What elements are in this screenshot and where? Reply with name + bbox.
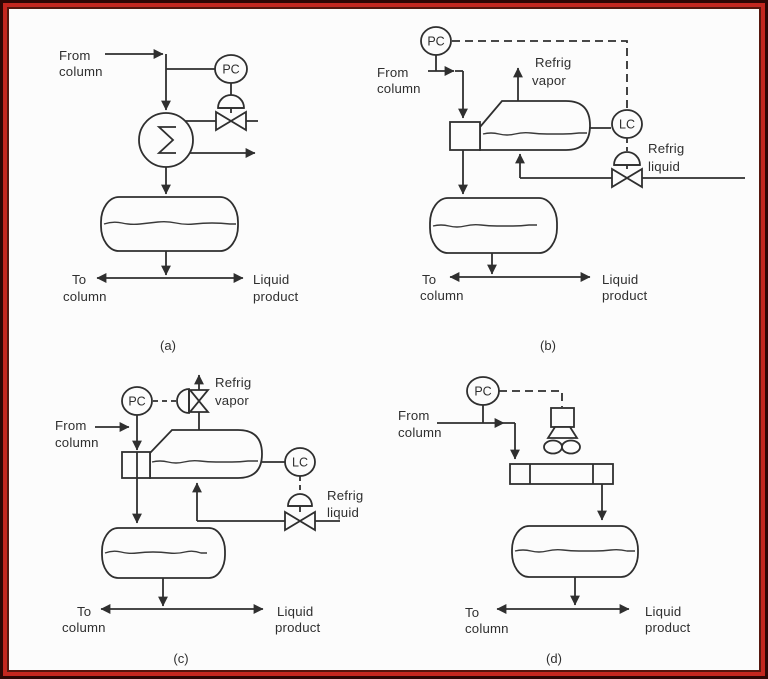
liquid-level-line xyxy=(432,223,537,228)
diagram-d: PC From column To column Liquid product … xyxy=(398,376,691,666)
liquid-product-label: product xyxy=(602,288,648,303)
to-column-label: column xyxy=(63,289,107,304)
fan-motor xyxy=(550,407,575,428)
channel-box xyxy=(449,121,481,151)
caption-c: (c) xyxy=(173,651,188,666)
header-dividers xyxy=(529,464,594,484)
fan-drive-cone xyxy=(546,426,579,439)
to-column-label: To xyxy=(72,272,86,287)
refrig-liquid-label: liquid xyxy=(648,159,680,174)
from-column-label: From xyxy=(398,408,430,423)
air-cooled-condenser xyxy=(509,463,614,485)
exchanger-coil-icon xyxy=(156,126,176,154)
diagram-a: PC From column To column Liquid product … xyxy=(59,48,299,353)
valve-actuator-dome xyxy=(613,151,641,166)
pc-label: PC xyxy=(222,63,239,77)
to-column-label: To xyxy=(465,605,479,620)
refrig-vapor-label: vapor xyxy=(215,393,249,408)
pc-label: PC xyxy=(427,35,444,49)
refrig-vapor-label: vapor xyxy=(532,73,566,88)
condenser-vessel xyxy=(149,429,263,479)
refrigerant-level-line xyxy=(482,131,587,136)
liquid-level-line xyxy=(104,550,207,555)
valve-actuator-dome xyxy=(176,388,190,414)
to-column-label: column xyxy=(62,620,106,635)
refrig-vapor-label: Refrig xyxy=(535,55,571,70)
from-column-label: column xyxy=(398,425,442,440)
to-column-label: column xyxy=(465,621,509,636)
pc-label: PC xyxy=(128,395,145,409)
liquid-product-label: Liquid xyxy=(253,272,289,287)
pc-controller xyxy=(214,54,248,84)
pc-to-fan-signal-line xyxy=(499,390,563,407)
from-column-label: From xyxy=(55,418,87,433)
pc-label: PC xyxy=(474,385,491,399)
valve-actuator-dome xyxy=(217,94,245,109)
caption-d: (d) xyxy=(546,651,562,666)
refrig-liquid-label: liquid xyxy=(327,505,359,520)
piping-lines xyxy=(482,405,515,424)
pc-to-lc-signal-line xyxy=(452,40,628,108)
from-column-label: From xyxy=(377,65,409,80)
from-column-label: From xyxy=(59,48,91,63)
fan-drive xyxy=(543,407,581,455)
diagram-b: PC LC From column Refrig vapor Refr xyxy=(377,26,745,353)
fan-propeller-icon xyxy=(543,439,581,455)
refrig-vapor-control-valve xyxy=(188,389,210,413)
from-column-label: column xyxy=(55,435,99,450)
piping-lines xyxy=(166,68,258,122)
accumulator-drum xyxy=(100,196,239,252)
refrig-vapor-label: Refrig xyxy=(215,375,251,390)
liquid-product-label: Liquid xyxy=(277,604,313,619)
refrig-liquid-label: Refrig xyxy=(327,488,363,503)
liquid-level-line xyxy=(514,548,635,553)
liquid-product-label: Liquid xyxy=(645,604,681,619)
from-column-label: column xyxy=(377,81,421,96)
liquid-product-label: product xyxy=(275,620,321,635)
refrig-liquid-control-valve xyxy=(284,510,316,532)
liquid-product-label: Liquid xyxy=(602,272,638,287)
heat-exchanger xyxy=(138,112,194,168)
caption-b: (b) xyxy=(540,338,556,353)
liquid-product-label: product xyxy=(253,289,299,304)
liquid-level-line xyxy=(103,220,236,226)
refrigerant-level-line xyxy=(151,459,258,464)
diagram-c: PC LC xyxy=(55,374,363,666)
condenser-vessel xyxy=(479,100,591,151)
liquid-product-label: product xyxy=(645,620,691,635)
to-column-label: column xyxy=(420,288,464,303)
refrig-liquid-control-valve xyxy=(611,167,643,189)
lc-label: LC xyxy=(619,118,635,132)
coolant-control-valve xyxy=(215,110,247,132)
valve-actuator-dome xyxy=(287,493,313,507)
to-column-label: To xyxy=(422,272,436,287)
caption-a: (a) xyxy=(160,338,176,353)
piping-lines xyxy=(435,55,745,179)
lc-label: LC xyxy=(292,456,308,470)
channel-box xyxy=(121,451,151,479)
from-column-label: column xyxy=(59,64,103,79)
refrig-liquid-label: Refrig xyxy=(648,141,684,156)
to-column-label: To xyxy=(77,604,91,619)
